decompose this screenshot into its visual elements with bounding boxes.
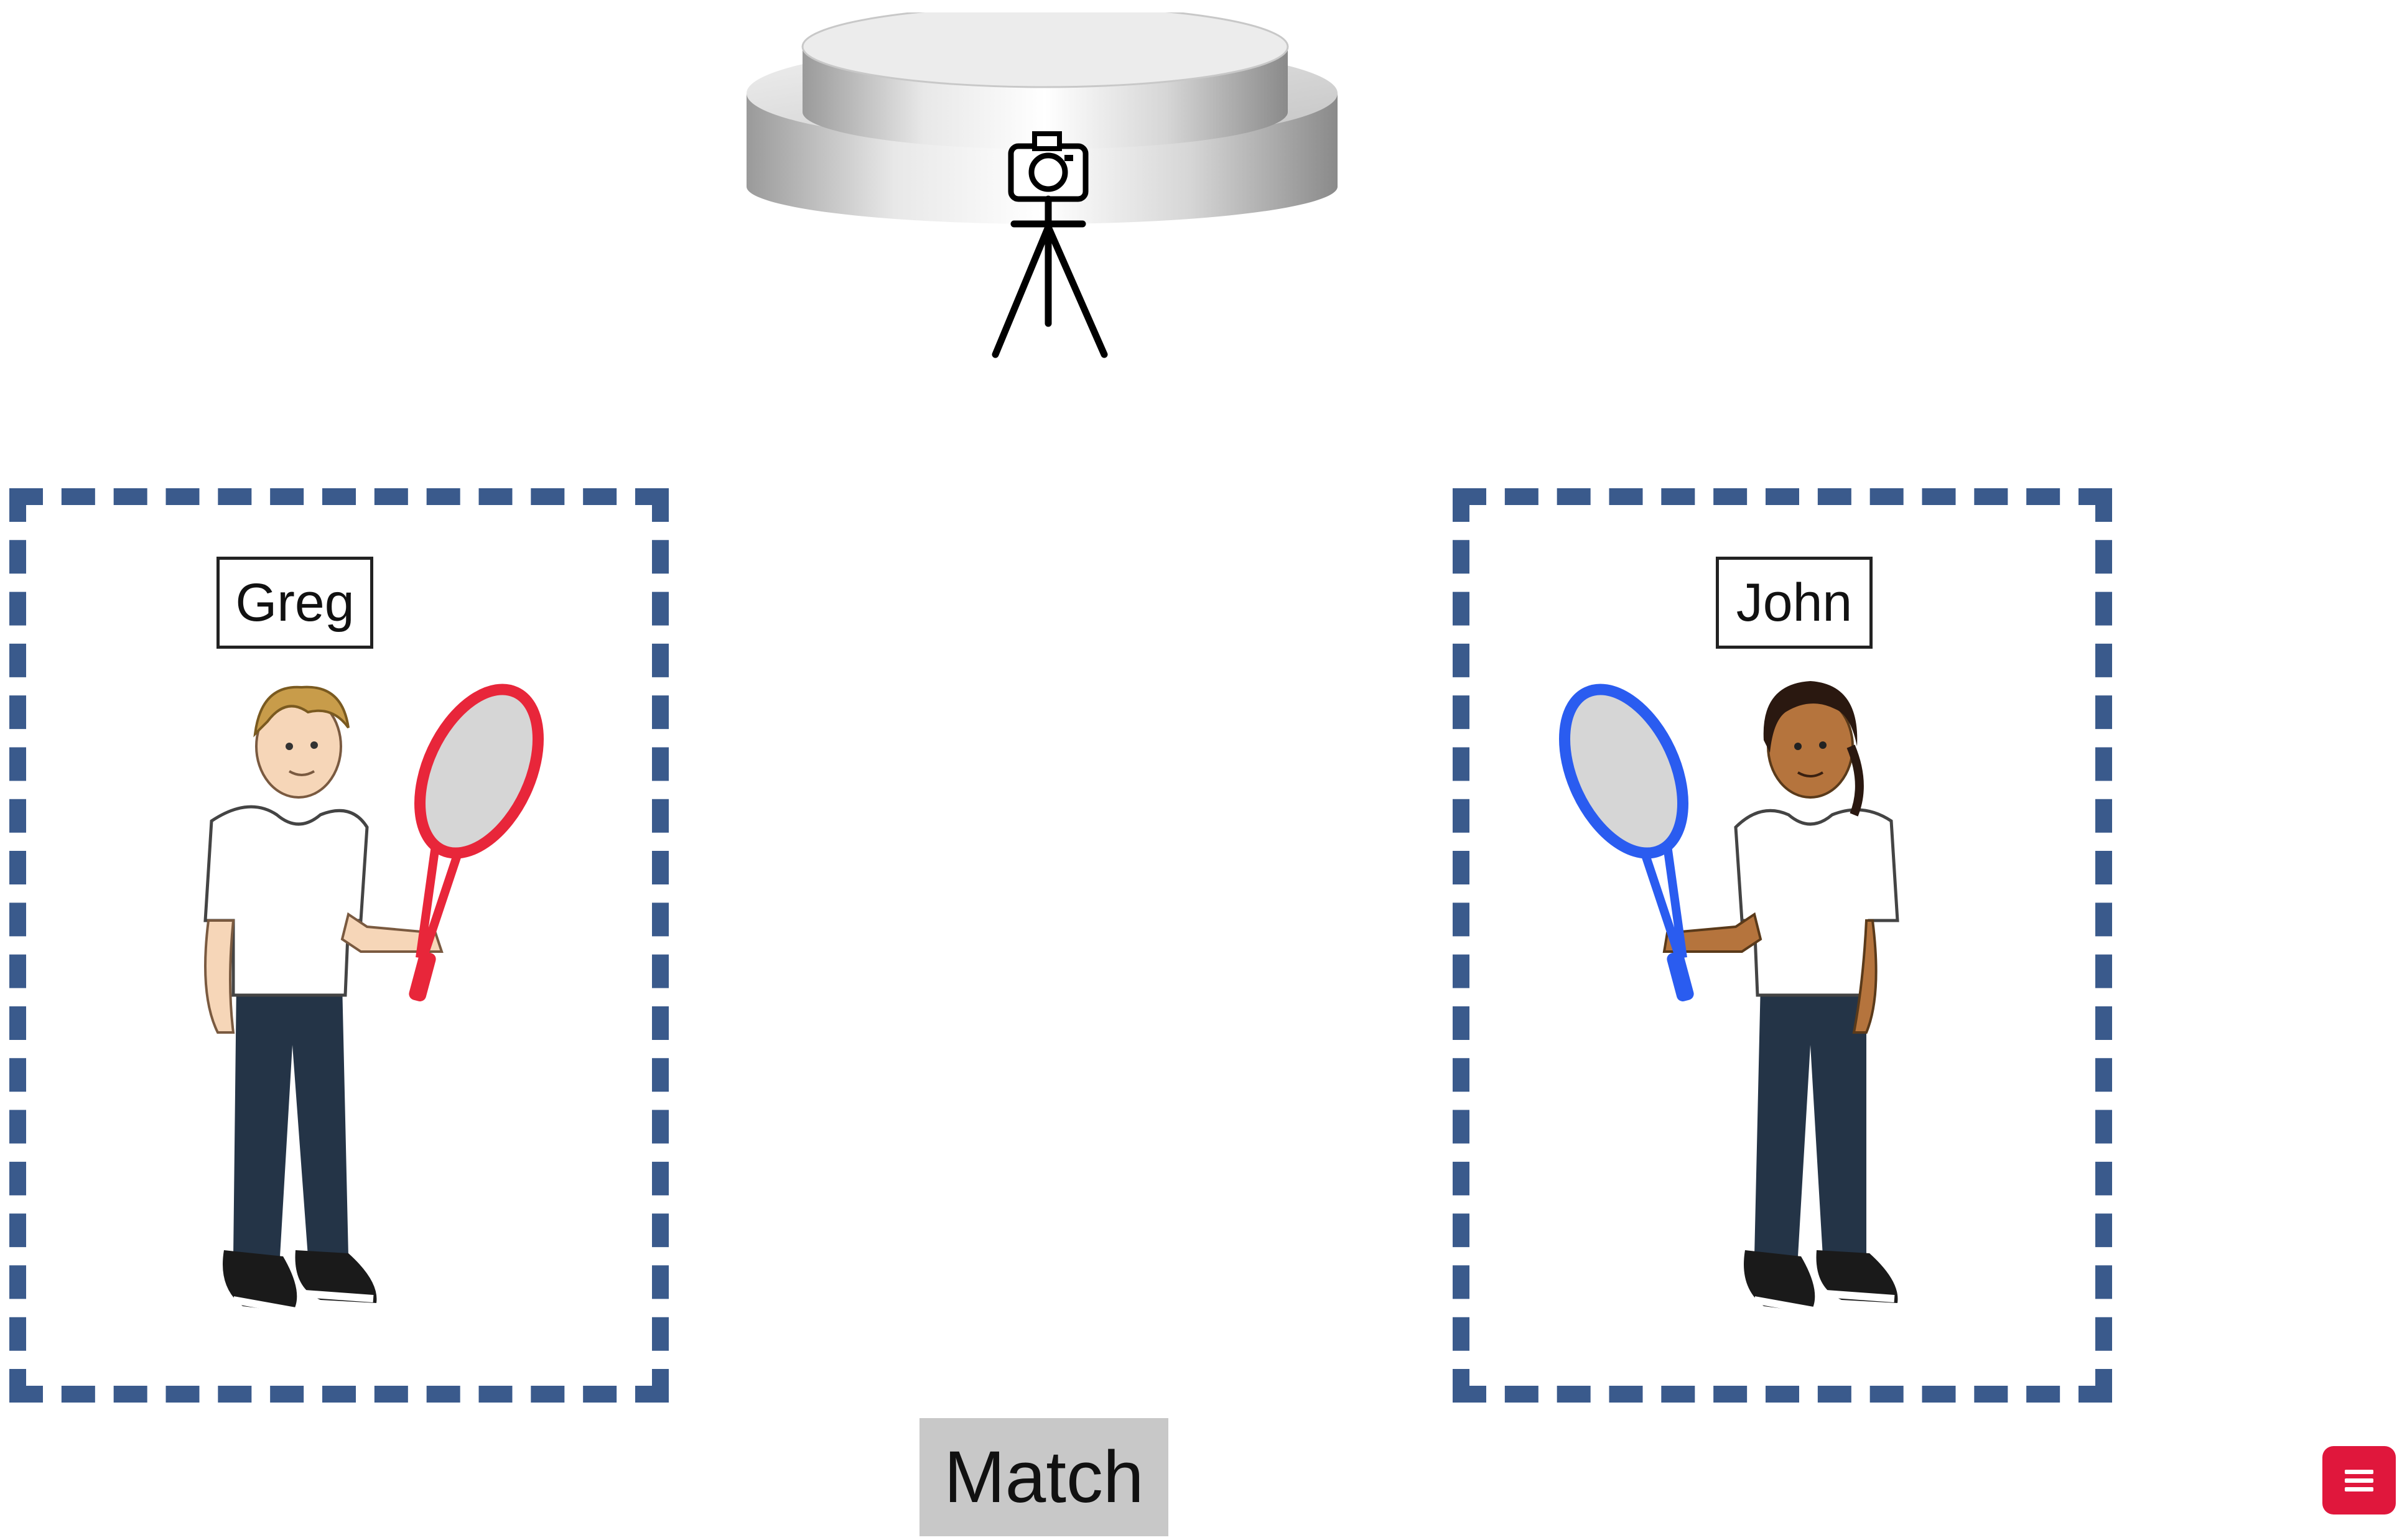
player-greg[interactable] [174, 659, 560, 1331]
player-zone-greg[interactable] [9, 488, 669, 1403]
player-john[interactable] [1543, 659, 1929, 1331]
tennis-racket-icon [1559, 684, 1694, 1002]
hamburger-menu-icon [2345, 1470, 2373, 1491]
camera-platform [747, 12, 1338, 358]
match-button[interactable]: Match [919, 1418, 1168, 1536]
player-zone-john[interactable] [1453, 488, 2112, 1403]
tripod-icon [992, 195, 1108, 358]
menu-button[interactable] [2322, 1446, 2396, 1514]
player-name-label-greg: Greg [216, 557, 373, 649]
camera-icon [1008, 131, 1089, 202]
sneaker-icon [1744, 1250, 1898, 1315]
player-name-label-john: John [1716, 557, 1873, 649]
platform-top-disc [801, 12, 1289, 149]
tennis-racket-icon [409, 684, 544, 1002]
sneaker-icon [223, 1250, 377, 1315]
